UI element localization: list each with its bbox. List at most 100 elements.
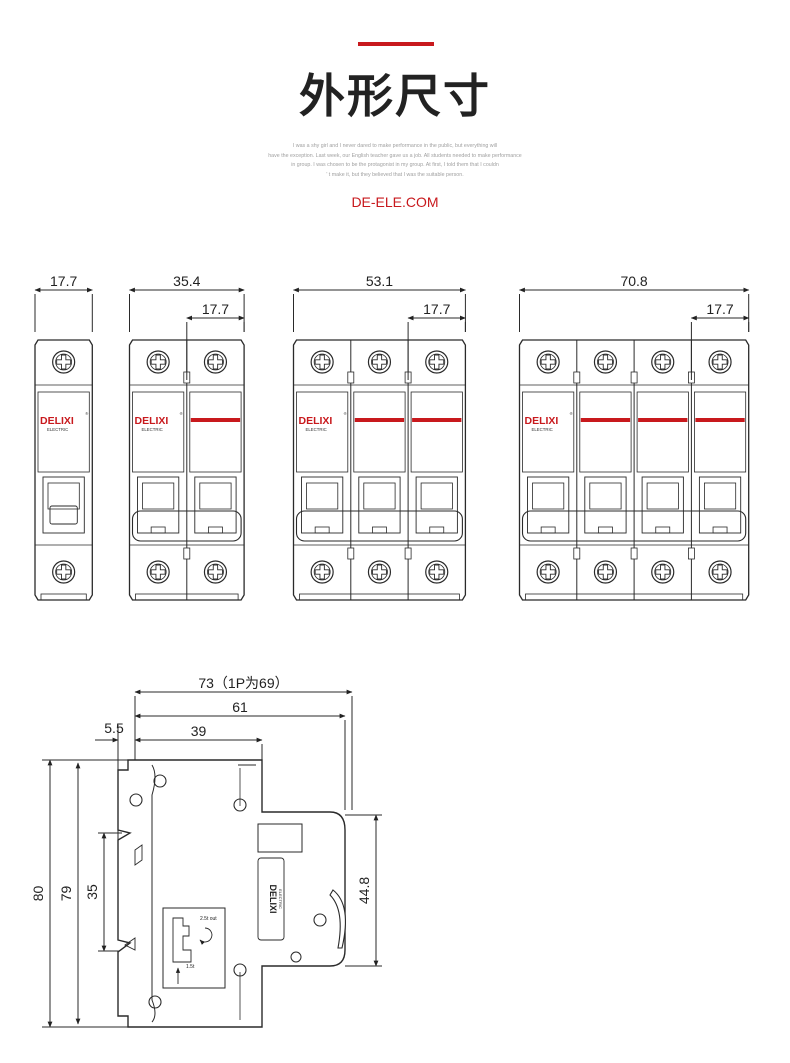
- label-panel: [353, 391, 406, 473]
- screw-head-ring: [539, 353, 557, 371]
- screw-cross-icon: [712, 354, 728, 370]
- brand-logo: DELIXI: [40, 415, 74, 427]
- screw-head-ring: [313, 353, 331, 371]
- red-indicator-stripe: [412, 418, 462, 422]
- breaker-body: [34, 339, 93, 601]
- brand-logo: DELIXI: [525, 415, 559, 427]
- tie-bar-slot: [598, 526, 613, 534]
- pole-clip: [573, 547, 581, 560]
- toggle-lever: [47, 482, 80, 510]
- brand-subtitle: ELECTRIC: [306, 427, 327, 432]
- screw-cross-icon: [598, 564, 613, 580]
- website-label: DE-ELE.COM: [351, 194, 439, 210]
- pole-clip: [688, 547, 695, 560]
- side-brand-subtitle: ELECTRIC: [278, 889, 283, 909]
- tie-bar-slot: [372, 526, 387, 534]
- tie-bar-slot: [655, 526, 671, 534]
- rail-latch-bottom: [124, 937, 136, 951]
- red-indicator-stripe: [695, 418, 745, 422]
- mounting-hole: [233, 798, 247, 812]
- screw-head-ring: [428, 353, 446, 371]
- label-panel: [189, 391, 242, 473]
- brand-subtitle: ELECTRIC: [532, 427, 553, 432]
- screw-cross-icon: [372, 564, 387, 580]
- body-depth-dim-label: 61: [232, 699, 248, 715]
- tagline-line: ' t make it, but they believed that I wa…: [326, 171, 464, 178]
- tagline-line: have the exception. Last week, our Engli…: [268, 152, 522, 159]
- pole-clip: [630, 547, 638, 560]
- front-views: DELIXI®ELECTRIC17.7DELIXI®ELECTRIC35.417…: [34, 273, 750, 601]
- pole-width-dim-2p-label: 17.7: [202, 301, 229, 317]
- pole-width-dim-4p-label: 17.7: [706, 301, 733, 317]
- red-indicator-stripe: [190, 418, 241, 422]
- side-view-outline: [117, 759, 346, 1028]
- label-panel: [579, 391, 632, 473]
- breaker-1p: DELIXI ® ELECTRIC: [34, 339, 93, 601]
- tagline-line: I was a shy girl and I never dared to ma…: [292, 143, 498, 149]
- toggle-lever: [306, 482, 339, 510]
- screw-cross-icon: [712, 564, 728, 580]
- pole-clip: [347, 547, 355, 560]
- torque-label-top: 2.5t out: [200, 916, 217, 922]
- screw-head-ring: [539, 563, 557, 581]
- screw-head-ring: [428, 563, 446, 581]
- screw-cross-icon: [208, 564, 223, 580]
- registered-mark: ®: [85, 411, 88, 416]
- total-width-dim-4p-label: 70.8: [620, 273, 647, 289]
- page-title: 外形尺寸: [299, 69, 491, 123]
- screw-head-ring: [55, 353, 73, 371]
- screw-head-ring: [207, 353, 224, 371]
- total-width-dim-2p-label: 35.4: [173, 273, 200, 289]
- red-indicator-stripe: [354, 418, 405, 422]
- tie-bar-slot: [150, 526, 166, 534]
- screw-cross-icon: [429, 564, 445, 580]
- screw-cross-icon: [150, 354, 166, 370]
- torque-label-box: [162, 907, 226, 989]
- rotate-arrow-icon: [199, 927, 213, 945]
- front-window: [257, 823, 303, 853]
- toggle-lever: [646, 482, 679, 510]
- toggle-window: [42, 476, 85, 534]
- height-total-dim-label: 80: [30, 886, 46, 902]
- red-indicator-stripe: [638, 418, 688, 422]
- tie-bar-slot: [314, 526, 330, 534]
- screw-head-ring: [55, 563, 73, 581]
- mounting-hole: [153, 774, 167, 788]
- screw-head-ring: [207, 563, 224, 581]
- brand-logo: DELIXI: [135, 415, 169, 427]
- label-panel: [522, 391, 575, 473]
- side-brand-logo: DELIXI: [268, 884, 278, 913]
- screw-head-ring: [654, 563, 672, 581]
- brand-subtitle: ELECTRIC: [47, 427, 68, 432]
- breaker-body: [292, 339, 467, 601]
- label-panel: [694, 391, 747, 473]
- screw-cross-icon: [540, 354, 556, 370]
- label-panel: [296, 391, 349, 473]
- screw-cross-icon: [598, 354, 613, 370]
- tagline-text: I was a shy girl and I never dared to ma…: [200, 142, 590, 180]
- total-width-dim-3p-label: 53.1: [366, 273, 393, 289]
- toggle-lever: [420, 482, 453, 510]
- screw-head-ring: [711, 563, 729, 581]
- screw-cross-icon: [429, 354, 445, 370]
- pole-clip: [630, 371, 638, 384]
- registered-mark: ®: [344, 411, 347, 416]
- brand-plate: [257, 857, 285, 941]
- toggle-lever: [363, 482, 396, 510]
- pole-clip: [183, 547, 191, 560]
- screw-cross-icon: [56, 564, 72, 580]
- handle-tie-bar: [131, 510, 242, 542]
- registered-mark: ®: [570, 411, 573, 416]
- screw-head-ring: [597, 353, 614, 371]
- screw-cross-icon: [540, 564, 556, 580]
- tie-bar-slot: [712, 526, 728, 534]
- red-indicator-stripe: [580, 418, 631, 422]
- rail-height-dim-label: 35: [84, 884, 100, 900]
- mounting-hole: [290, 951, 302, 963]
- total-width-dim-1p-label: 17.7: [50, 273, 77, 289]
- screw-cross-icon: [150, 564, 166, 580]
- screw-head-ring: [149, 353, 167, 371]
- toggle-lever: [199, 482, 232, 510]
- screw-cross-icon: [655, 354, 671, 370]
